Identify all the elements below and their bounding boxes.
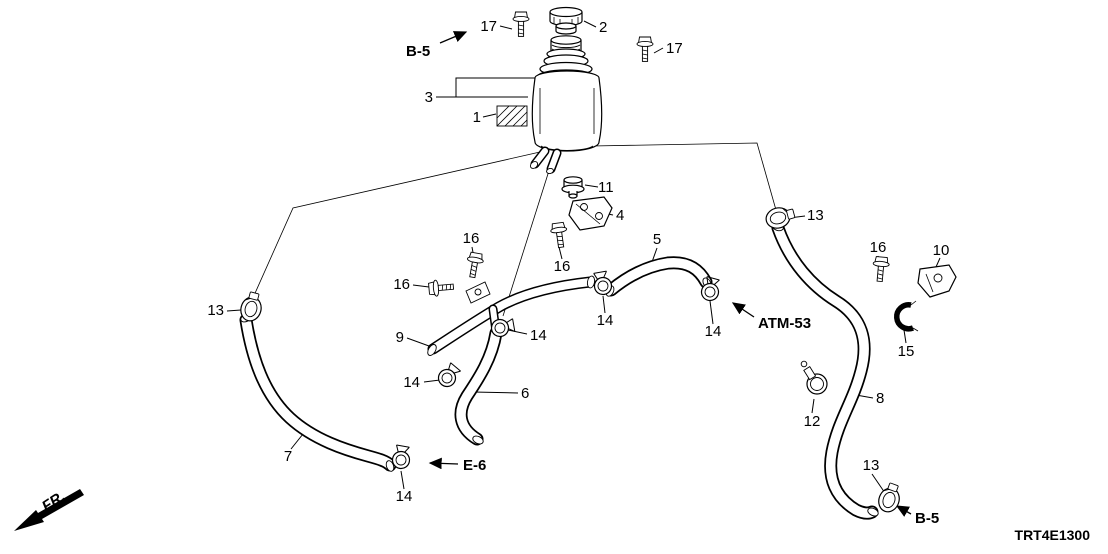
hose-clamp-13-b [763, 203, 798, 232]
tank-outlet-tubes [529, 146, 562, 175]
callout-13-left: 13 [207, 302, 224, 319]
small-parts [237, 11, 957, 516]
callout-14-e: 14 [396, 488, 413, 505]
callout-11: 11 [598, 179, 614, 196]
callout-7: 7 [284, 448, 292, 465]
tank-body [531, 35, 603, 152]
callout-16-d: 16 [870, 239, 887, 256]
water-hose-5 [604, 256, 713, 297]
callout-15: 15 [898, 343, 915, 360]
assembly-lines [251, 142, 777, 317]
spring-clamp-14-a [591, 270, 614, 297]
expansion-tank [496, 6, 603, 175]
callout-16-c: 16 [554, 258, 571, 275]
b5-bottom-arrow [895, 505, 912, 517]
reference-arrows [428, 31, 912, 517]
callout-5: 5 [653, 231, 661, 248]
bolt-16-a [427, 278, 455, 298]
e6-arrow [428, 457, 459, 470]
callout-3: 3 [425, 89, 433, 106]
tank-cap [549, 6, 583, 35]
callout-14-d: 14 [403, 374, 420, 391]
hoses [239, 221, 879, 520]
water-hose-7 [239, 313, 397, 472]
bolt-17-b [636, 36, 654, 62]
ref-atm53: ATM-53 [758, 315, 811, 332]
callout-13-top-right: 13 [807, 207, 824, 224]
bolt-16-d [871, 255, 891, 283]
ref-e6: E-6 [463, 457, 486, 474]
callout-9: 9 [396, 329, 404, 346]
callout-6: 6 [521, 385, 529, 402]
stay-10 [917, 264, 957, 298]
callout-14-b: 14 [705, 323, 722, 340]
atm53-arrow [731, 302, 755, 318]
clamp-12 [800, 360, 828, 395]
callout-16-a: 16 [393, 276, 410, 293]
callout-17-top-right: 17 [666, 40, 683, 57]
fr-direction: FR. [14, 488, 84, 531]
callout-1: 1 [473, 109, 481, 126]
water-hose-6 [454, 326, 503, 446]
fr-arrow-icon [14, 489, 84, 531]
callout-12: 12 [804, 413, 821, 430]
spring-clamp-14-e [390, 444, 413, 471]
callout-14-c: 14 [530, 327, 547, 344]
caution-label [496, 105, 528, 127]
bolt-17-a [512, 11, 530, 37]
callout-4: 4 [616, 207, 624, 224]
callout-13-bottom-right: 13 [863, 457, 880, 474]
ref-b5-bottom: B-5 [915, 510, 939, 527]
callout-8: 8 [876, 390, 884, 407]
b5-top-arrow [439, 31, 468, 44]
clip-15 [894, 300, 919, 332]
callout-10: 10 [933, 242, 950, 259]
callout-16-b: 16 [463, 230, 480, 247]
callout-labels: 17 2 17 3 1 11 4 16 16 16 5 13 13 16 10 … [207, 18, 949, 505]
callout-2: 2 [599, 19, 607, 36]
diagram-code: TRT4E1300 [1015, 527, 1091, 543]
bolt-16-b [463, 251, 485, 280]
grommet-11 [561, 176, 585, 199]
spring-clamp-14-d [434, 361, 464, 391]
callout-14-a: 14 [597, 312, 614, 329]
reference-labels: B-5 ATM-53 E-6 B-5 [406, 43, 939, 527]
ref-b5-top: B-5 [406, 43, 430, 60]
bracket-4 [568, 196, 613, 231]
callout-17-top-left: 17 [480, 18, 497, 35]
bolt-16-c [549, 221, 570, 249]
